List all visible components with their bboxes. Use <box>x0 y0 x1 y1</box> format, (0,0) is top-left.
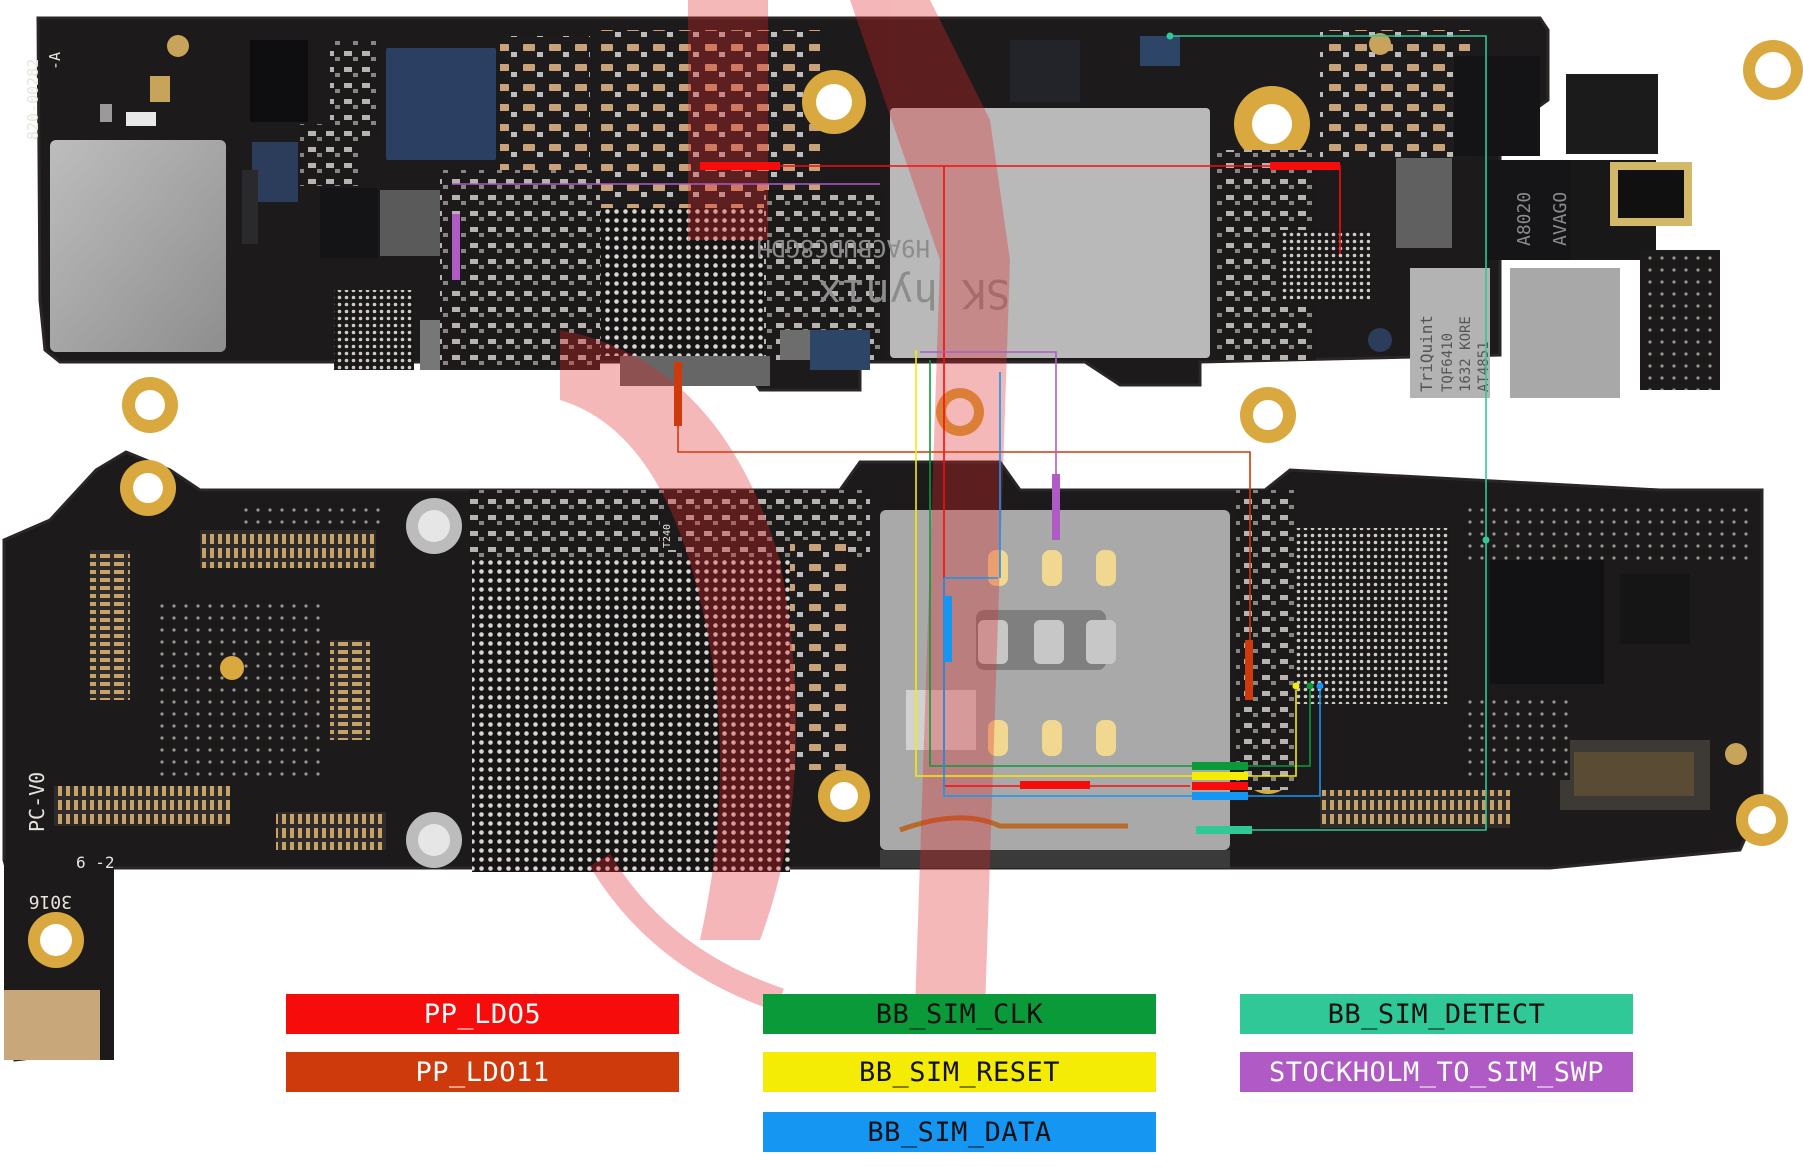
lower-board: PC-V0 6 -2 3016 T240 <box>2 450 1788 1062</box>
legend-pp-ldo5: PP_LDO5 <box>286 994 679 1034</box>
antenna-pad <box>1369 33 1391 55</box>
chip-a8020-text: A8020 <box>1514 192 1535 246</box>
legend-stockholm: STOCKHOLM_TO_SIM_SWP <box>1240 1052 1633 1092</box>
flag-stockholm <box>452 214 460 280</box>
connector-right <box>1320 790 1510 828</box>
flag-bb-sim-data <box>944 596 952 662</box>
flag-pp-ldo11 <box>1245 640 1253 700</box>
upper-board: 820-00282 -A <box>24 16 1803 443</box>
legend-pp-ldo11: PP_LDO11 <box>286 1052 679 1092</box>
chip-avago-text: AVAGO <box>1550 192 1571 246</box>
ic-a8020 <box>1486 160 1582 260</box>
trace-bb-sim-detect <box>1170 35 1487 831</box>
trace-bb-sim-reset <box>915 350 1297 777</box>
nand-brand-text: SK hynix <box>817 270 1010 316</box>
connector-bottom <box>54 786 230 826</box>
part-number-text: 820-00282 <box>24 59 42 140</box>
legend-bb-sim-data: BB_SIM_DATA <box>763 1112 1156 1152</box>
flag-bb-sim-data-small <box>1192 792 1248 800</box>
antenna-pad <box>167 35 189 57</box>
legend-bb-sim-detect: BB_SIM_DETECT <box>1240 994 1633 1034</box>
trace-bb-sim-clk <box>929 360 1311 767</box>
flag-bb-sim-reset <box>1192 772 1248 780</box>
ic-transceiver <box>1490 560 1604 684</box>
connector-touch <box>90 550 130 700</box>
bga-cpu <box>472 560 790 872</box>
watermark <box>560 0 1010 1012</box>
legend-bb-sim-clk: BB_SIM_CLK <box>763 994 1156 1034</box>
rev-small-text: 6 -2 <box>76 853 115 872</box>
sim-tray <box>880 510 1230 850</box>
bga-baseband <box>600 208 764 356</box>
antenna-pad <box>1725 743 1747 765</box>
sim-pins <box>978 550 1116 756</box>
wifi-shield <box>50 140 226 352</box>
pc-rev-text: PC-V0 <box>25 772 49 832</box>
chip-qorvo-line3: AT4851 <box>1476 341 1492 392</box>
flag-pp-ldo11 <box>674 362 682 426</box>
ic-pmu-top <box>250 40 308 122</box>
flag-pp-ldo5 <box>1020 781 1090 789</box>
net-flags <box>452 32 1490 834</box>
bga-baseband-lower <box>1270 528 1450 704</box>
connector-lcd <box>200 530 376 568</box>
chip-qorvo-line2: 1632 KORE <box>1458 316 1474 392</box>
trace-bb-sim-data <box>943 372 1321 797</box>
label-t240-text: T240 <box>662 524 673 548</box>
date-code-text: 3016 <box>29 891 72 912</box>
ic-right-top <box>1454 56 1540 156</box>
flag-bb-sim-detect <box>1196 826 1252 834</box>
revision-text: -A <box>46 52 64 70</box>
flag-stockholm <box>1052 474 1060 540</box>
legend-bb-sim-reset: BB_SIM_RESET <box>763 1052 1156 1092</box>
chip-qorvo-brand: TriQuint <box>1417 315 1436 392</box>
chip-qorvo-text: TQF6410 <box>1440 333 1456 392</box>
flag-bb-sim-clk <box>1192 762 1248 770</box>
label-t240 <box>660 514 678 550</box>
nand-code-text: H9ACBUDC8GDH <box>757 234 930 262</box>
flag-pp-ldo5-small <box>1192 782 1248 790</box>
flag-pp-ldo5 <box>1270 162 1340 170</box>
ic-blue-chip <box>386 48 496 160</box>
nand-flash-chip <box>890 108 1210 358</box>
connector-camera <box>330 640 370 740</box>
flag-pp-ldo5 <box>700 162 780 170</box>
ic-qorvo <box>1410 268 1490 398</box>
ic-qorvo-2 <box>1510 268 1620 398</box>
